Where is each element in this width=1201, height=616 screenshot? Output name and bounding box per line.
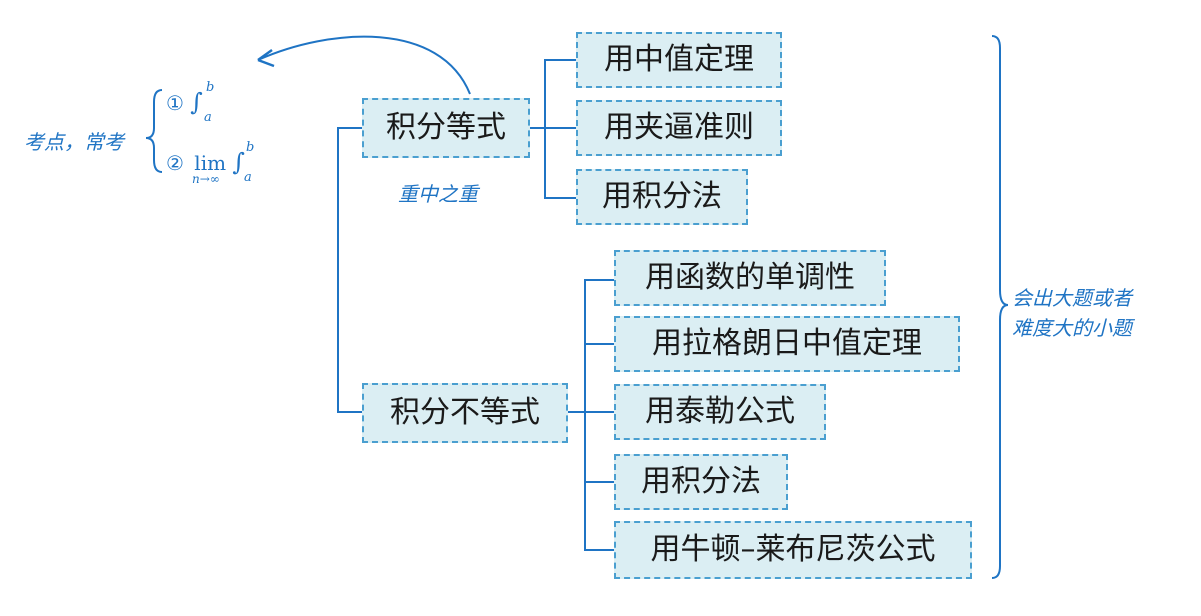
integral-symbol: ∫ xyxy=(190,88,203,116)
emphasis-note: 重中之重 xyxy=(398,182,478,206)
root-bracket-line xyxy=(337,127,366,413)
left-note-brace xyxy=(145,89,163,173)
method-label: 用拉格朗日中值定理 xyxy=(652,326,922,361)
method-box: 用夹逼准则 xyxy=(576,100,782,156)
method-label: 用积分法 xyxy=(602,179,722,214)
integral-symbol: ∫ xyxy=(232,148,245,176)
method-label: 用中值定理 xyxy=(604,42,754,77)
right-brace xyxy=(991,35,1009,579)
left-note-item-2: ② lim n→∞ ∫ b a xyxy=(166,140,254,186)
right-note-line-2: 难度大的小题 xyxy=(1012,316,1132,340)
method-label: 用夹逼准则 xyxy=(604,110,754,145)
method-box: 用积分法 xyxy=(614,454,788,510)
method-label: 用函数的单调性 xyxy=(645,260,855,295)
method-box: 用拉格朗日中值定理 xyxy=(614,316,960,372)
left-note-label: 考点，常考 xyxy=(24,130,124,154)
category-label: 积分不等式 xyxy=(390,395,540,430)
method-box: 用泰勒公式 xyxy=(614,384,826,440)
curved-arrow xyxy=(257,35,471,95)
category-box-integral-equality: 积分等式 xyxy=(362,98,530,158)
item-number: ① xyxy=(166,91,184,115)
category-label: 积分等式 xyxy=(386,110,506,145)
method-box: 用牛顿–莱布尼茨公式 xyxy=(614,521,972,579)
right-note-line-1: 会出大题或者 xyxy=(1012,286,1132,310)
method-label: 用牛顿–莱布尼茨公式 xyxy=(650,532,936,567)
method-label: 用泰勒公式 xyxy=(645,394,795,429)
category-box-integral-inequality: 积分不等式 xyxy=(362,383,568,443)
curved-arrow-head xyxy=(257,48,275,68)
integral-upper-limit: b xyxy=(206,80,215,95)
integral-lower-limit: a xyxy=(204,110,212,125)
method-box: 用中值定理 xyxy=(576,32,782,88)
inequality-branch-line xyxy=(568,279,616,551)
method-label: 用积分法 xyxy=(641,464,761,499)
integral-lower-limit: a xyxy=(244,170,252,185)
equality-branch-line xyxy=(530,59,578,199)
method-box: 用函数的单调性 xyxy=(614,250,886,306)
integral-upper-limit: b xyxy=(246,140,255,155)
item-number: ② xyxy=(166,151,184,175)
left-note-item-1: ① ∫ b a xyxy=(166,80,214,125)
limit-text: lim xyxy=(194,151,227,175)
limit-subscript: n→∞ xyxy=(192,172,220,186)
method-box: 用积分法 xyxy=(576,169,748,225)
